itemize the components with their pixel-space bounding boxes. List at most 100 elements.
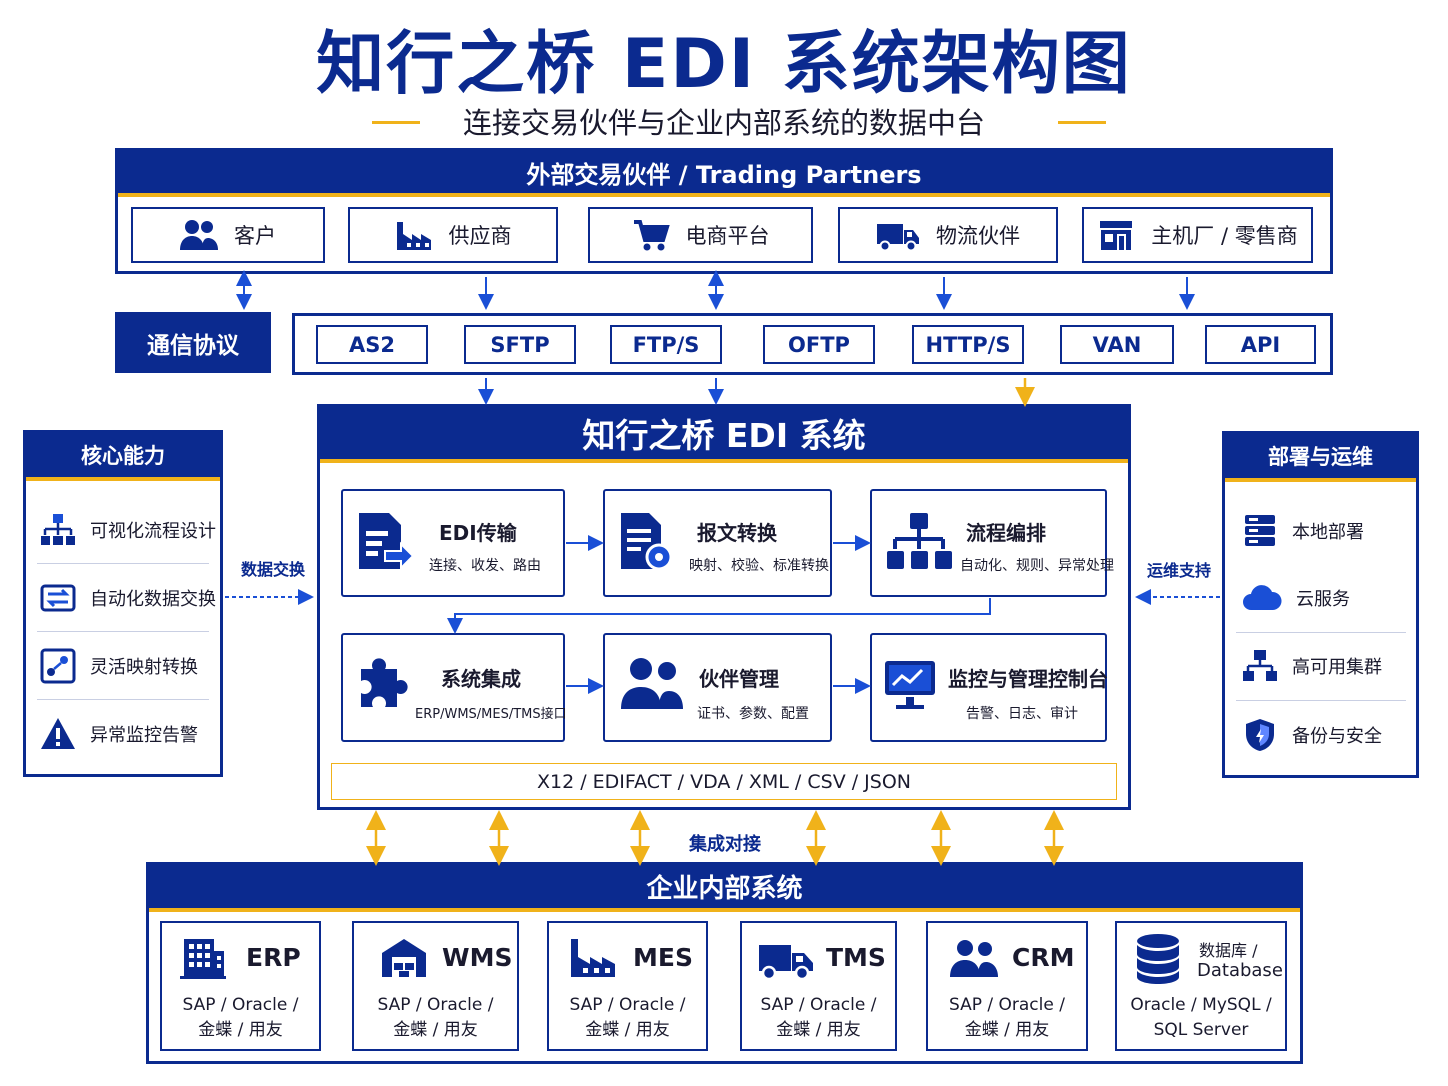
system-vendors: 金蝶 / 用友 xyxy=(393,1020,478,1040)
partner-label: 电商平台 xyxy=(685,224,770,248)
server-icon xyxy=(1245,515,1275,546)
divider xyxy=(1236,632,1406,633)
edi-system-panel: 知行之桥 EDI 系统 xyxy=(317,404,1131,810)
doc-gear-icon xyxy=(621,513,673,571)
ops-header: 部署与运维 xyxy=(1225,434,1416,482)
system-tms[interactable]: TMS SAP / Oracle / 金蝶 / 用友 xyxy=(740,921,897,1051)
core-item-mapping[interactable]: 灵活映射转换 xyxy=(40,646,220,686)
core-item-label: 可视化流程设计 xyxy=(90,521,216,542)
partner-logistics[interactable]: 物流伙伴 xyxy=(838,207,1058,263)
system-vendors: SAP / Oracle / xyxy=(377,995,494,1015)
system-name-en: Database xyxy=(1197,960,1283,981)
users-icon xyxy=(950,940,998,977)
system-name: MES xyxy=(633,943,693,972)
module-title: 监控与管理控制台 xyxy=(948,667,1108,691)
divider xyxy=(37,631,209,632)
flowchart-icon xyxy=(41,514,75,545)
enterprise-header: 企业内部系统 xyxy=(149,865,1300,912)
system-name: 数据库 / xyxy=(1199,941,1258,960)
ops-item-label: 高可用集群 xyxy=(1292,657,1382,678)
module-partner-management[interactable]: 伙伴管理 证书、参数、配置 xyxy=(603,633,832,742)
module-monitor-console[interactable]: 监控与管理控制台 告警、日志、审计 xyxy=(870,633,1108,742)
divider xyxy=(37,699,209,700)
system-name: CRM xyxy=(1012,943,1075,972)
module-desc: 映射、校验、标准转换 xyxy=(689,558,829,574)
ops-item-cloud[interactable]: 云服务 xyxy=(1242,578,1412,618)
system-vendors: 金蝶 / 用友 xyxy=(964,1020,1050,1040)
partner-oem-retail[interactable]: 主机厂 / 零售商 xyxy=(1082,207,1313,263)
module-title: 流程编排 xyxy=(966,521,1046,545)
core-item-label: 灵活映射转换 xyxy=(90,657,198,678)
cart-icon xyxy=(633,220,670,251)
factory-icon xyxy=(396,222,431,250)
module-orchestration[interactable]: 流程编排 自动化、规则、异常处理 xyxy=(870,489,1114,597)
module-title: 系统集成 xyxy=(441,667,521,691)
partner-label: 物流伙伴 xyxy=(936,224,1020,248)
module-desc: 告警、日志、审计 xyxy=(966,706,1078,722)
system-mes[interactable]: MES SAP / Oracle / 金蝶 / 用友 xyxy=(547,921,708,1051)
users-icon xyxy=(180,220,218,250)
core-item-label: 自动化数据交换 xyxy=(90,589,216,610)
system-vendors: SAP / Oracle / xyxy=(949,995,1065,1015)
ops-item-backup-security[interactable]: 备份与安全 xyxy=(1242,715,1412,755)
truck-icon xyxy=(877,224,919,252)
mapping-icon xyxy=(40,648,76,684)
protocol-https[interactable]: HTTP/S xyxy=(912,325,1024,364)
hierarchy-icon xyxy=(887,513,952,569)
system-vendors: 金蝶 / 用友 xyxy=(198,1020,283,1040)
protocol-label: 通信协议 xyxy=(115,312,271,373)
factory-icon xyxy=(571,939,615,977)
protocol-sftp[interactable]: SFTP xyxy=(464,325,576,364)
shield-icon xyxy=(1246,719,1274,751)
warning-icon xyxy=(41,718,75,749)
ops-support-label: 运维支持 xyxy=(1147,561,1212,580)
truck-icon xyxy=(759,945,813,981)
module-desc: ERP/WMS/MES/TMS接口 xyxy=(415,707,567,722)
core-item-visual-flow[interactable]: 可视化流程设计 xyxy=(40,510,220,550)
partner-supplier[interactable]: 供应商 xyxy=(348,207,558,263)
module-title: 伙伴管理 xyxy=(699,667,779,691)
system-database[interactable]: 数据库 / Database Oracle / MySQL / SQL Serv… xyxy=(1115,921,1287,1051)
system-name: ERP xyxy=(246,943,301,972)
core-item-auto-exchange[interactable]: 自动化数据交换 xyxy=(40,578,220,618)
system-name: TMS xyxy=(826,943,886,972)
ops-panel: 部署与运维 xyxy=(1222,431,1419,778)
protocol-oftp[interactable]: OFTP xyxy=(763,325,875,364)
data-exchange-label: 数据交换 xyxy=(241,560,306,579)
partners-header: 外部交易伙伴 / Trading Partners xyxy=(118,151,1330,197)
system-vendors: SAP / Oracle / xyxy=(569,995,686,1015)
store-icon xyxy=(1100,221,1133,250)
module-edi-transfer[interactable]: EDI传输 连接、收发、路由 xyxy=(341,489,565,597)
system-vendors: SAP / Oracle / xyxy=(760,995,877,1015)
ops-item-label: 本地部署 xyxy=(1292,522,1364,543)
partners-icon xyxy=(621,658,683,709)
protocol-ftps[interactable]: FTP/S xyxy=(610,325,722,364)
protocol-van[interactable]: VAN xyxy=(1060,325,1174,364)
divider xyxy=(37,563,209,564)
core-item-label: 异常监控告警 xyxy=(90,725,198,746)
divider xyxy=(1236,700,1406,701)
system-crm[interactable]: CRM SAP / Oracle / 金蝶 / 用友 xyxy=(926,921,1088,1051)
cloud-icon xyxy=(1243,585,1282,610)
system-erp[interactable]: ERP SAP / Oracle / 金蝶 / 用友 xyxy=(160,921,321,1051)
partner-customer[interactable]: 客户 xyxy=(131,207,325,263)
partner-ecommerce[interactable]: 电商平台 xyxy=(588,207,813,263)
module-system-integration[interactable]: 系统集成 ERP/WMS/MES/TMS接口 xyxy=(341,633,567,742)
system-wms[interactable]: WMS SAP / Oracle / 金蝶 / 用友 xyxy=(352,921,519,1051)
module-title: 报文转换 xyxy=(697,521,777,545)
module-message-transform[interactable]: 报文转换 映射、校验、标准转换 xyxy=(603,489,832,597)
core-item-alert[interactable]: 异常监控告警 xyxy=(40,714,220,754)
subtitle-left-rule xyxy=(372,121,420,124)
building-icon xyxy=(180,939,226,979)
ops-item-ha-cluster[interactable]: 高可用集群 xyxy=(1242,646,1412,686)
protocol-as2[interactable]: AS2 xyxy=(316,325,428,364)
system-name: WMS xyxy=(442,943,513,972)
ops-item-label: 云服务 xyxy=(1296,589,1350,610)
subtitle-right-rule xyxy=(1058,121,1106,124)
module-desc: 连接、收发、路由 xyxy=(429,558,541,574)
protocol-api[interactable]: API xyxy=(1205,325,1316,364)
module-title: EDI传输 xyxy=(439,521,517,545)
ops-item-label: 备份与安全 xyxy=(1292,726,1382,747)
exchange-icon xyxy=(40,584,76,612)
ops-item-onprem[interactable]: 本地部署 xyxy=(1242,511,1412,551)
